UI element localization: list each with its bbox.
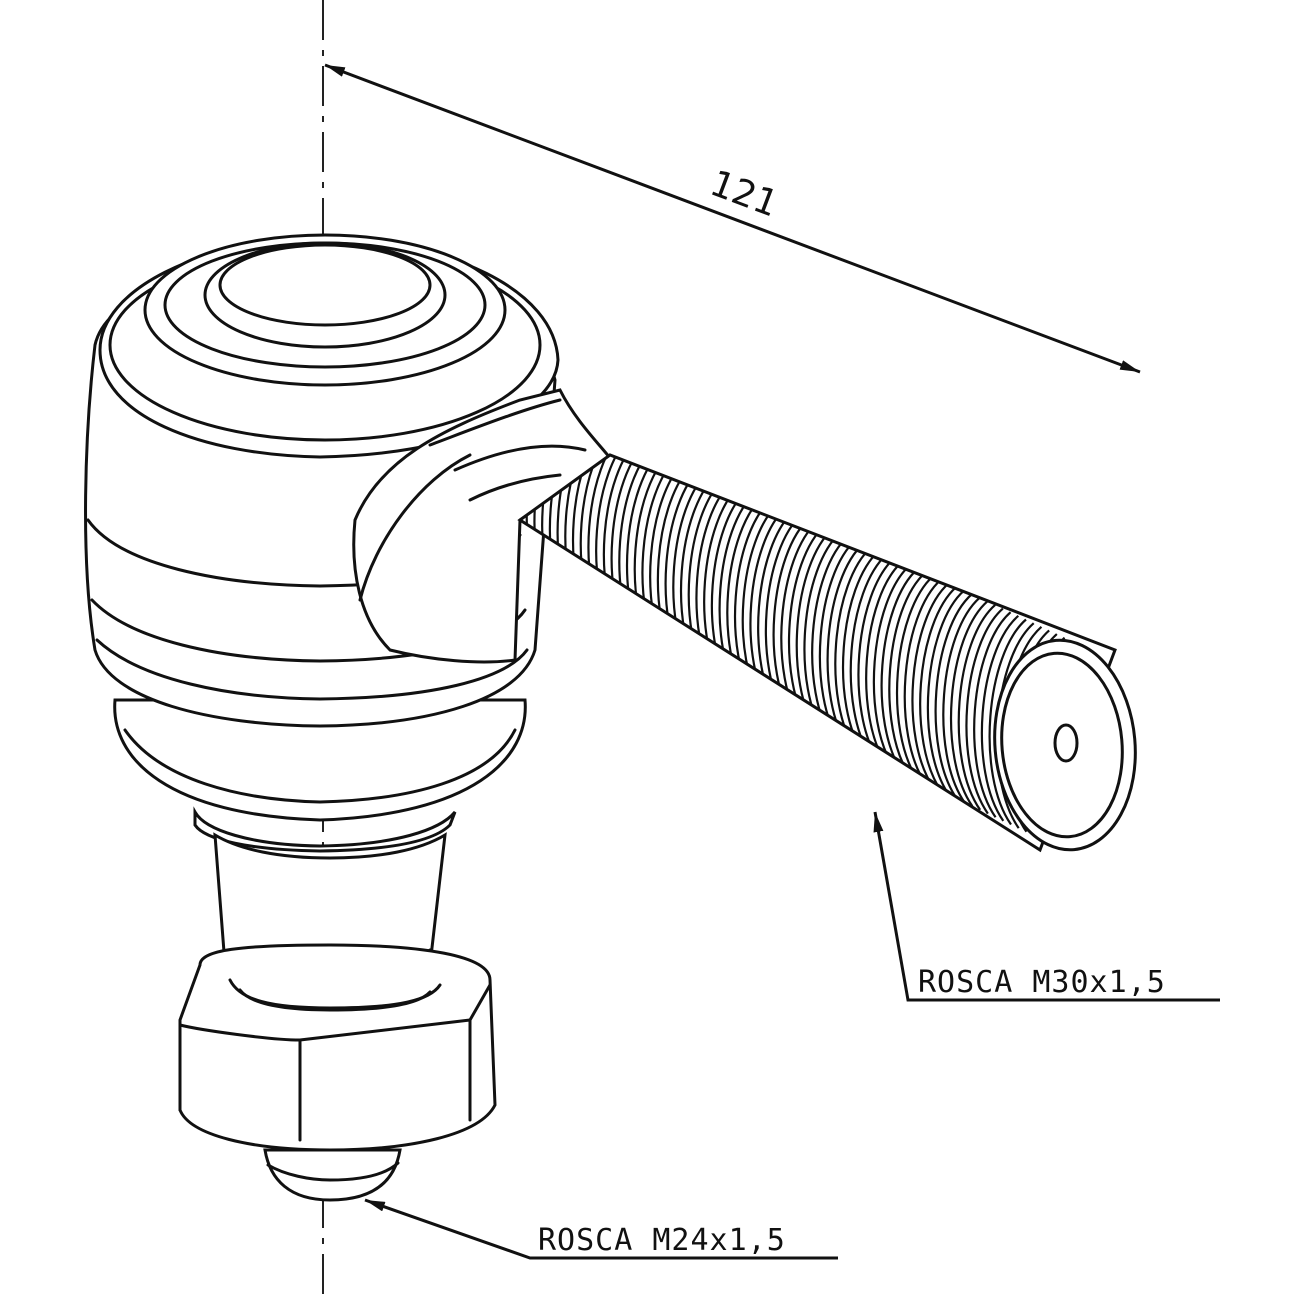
- thread-line: [872, 564, 912, 771]
- thread-line: [973, 611, 1012, 818]
- thread-line: [911, 582, 950, 789]
- thread-line: [888, 571, 927, 778]
- thread-line: [919, 585, 958, 793]
- thread-line: [942, 596, 981, 804]
- thread-line: [895, 574, 935, 782]
- dimension-value: 121: [705, 163, 784, 226]
- callout-stud-label: ROSCA M24x1,5: [538, 1223, 786, 1258]
- thread-line: [957, 604, 996, 811]
- thread-line: [926, 589, 966, 796]
- thread-line: [857, 556, 896, 764]
- castle-nut: [178, 943, 497, 1202]
- thread-line: [949, 600, 989, 807]
- thread-line: [880, 567, 919, 775]
- thread-line: [965, 607, 1004, 815]
- thread-line: [865, 560, 904, 767]
- callout-shank-thread: ROSCA M30x1,5: [873, 811, 1220, 1002]
- dimension-line: [324, 63, 1141, 374]
- thread-line: [934, 593, 973, 800]
- thread-line: [988, 618, 1027, 826]
- callout-stud-thread: ROSCA M24x1,5: [364, 1198, 838, 1260]
- thread-line: [903, 578, 942, 786]
- thread-line: [980, 615, 1020, 822]
- callout-shank-label: ROSCA M30x1,5: [918, 965, 1166, 1000]
